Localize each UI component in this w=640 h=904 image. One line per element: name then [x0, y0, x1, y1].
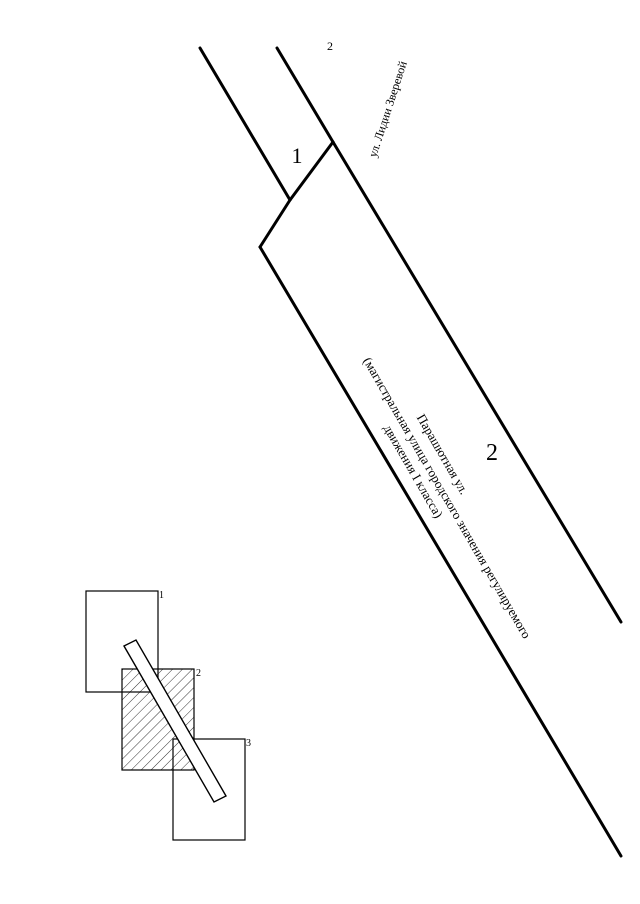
road-right-edge-upper: [275, 46, 335, 144]
index-sheet-3-label: 3: [246, 738, 251, 749]
zone-divider: [288, 140, 335, 202]
zone-1-label: 1: [292, 143, 303, 168]
street-class-description-line1: (магистральная улица городского значения…: [360, 355, 534, 641]
index-sheet-1-frame: [85, 590, 159, 693]
index-road-strip: [123, 639, 227, 803]
street-label-lidii-zverevoi: ул. Лидии Зверевой: [366, 59, 410, 159]
index-sheet-1-label: 1: [159, 590, 164, 601]
road-left-edge-lower: [258, 245, 623, 858]
road-outlines: [198, 46, 623, 858]
sheet-index-map: 1 2 3: [85, 590, 251, 841]
index-sheet-3-frame: [172, 738, 246, 841]
road-right-edge-lower: [331, 140, 623, 624]
boundary-bend: [258, 198, 292, 249]
zone-2-label: 2: [486, 440, 498, 466]
index-sheet-2-label: 2: [196, 668, 201, 679]
parashyutnaya-street-label: Парашютная ул. (магистральная улица горо…: [360, 355, 534, 641]
sheet-top-label: 2: [327, 39, 333, 53]
road-left-edge-upper: [198, 46, 292, 202]
